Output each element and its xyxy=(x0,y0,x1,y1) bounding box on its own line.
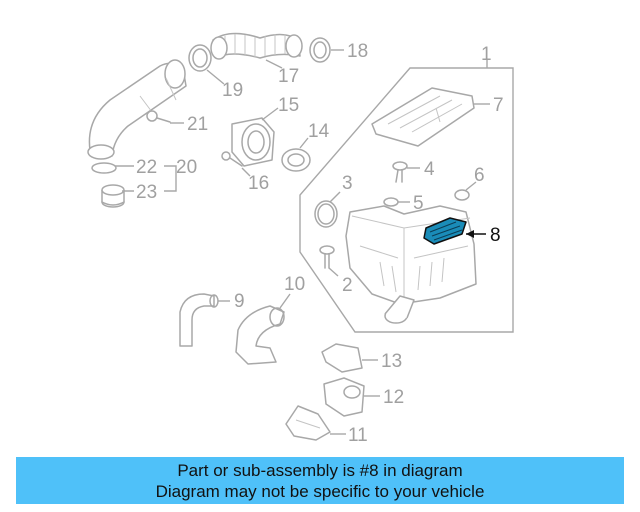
callout-15: 15 xyxy=(278,95,299,116)
part-10-duct xyxy=(235,305,285,365)
part-2-bolt xyxy=(319,245,335,269)
part-12-resonator xyxy=(323,377,365,417)
callout-7: 7 xyxy=(493,95,504,116)
callout-23: 23 xyxy=(136,182,157,203)
leader-20-22-23 xyxy=(115,165,177,192)
callout-1: 1 xyxy=(481,44,492,65)
callout-21: 21 xyxy=(187,114,208,135)
callout-9: 9 xyxy=(234,291,245,312)
part-23-sleeve xyxy=(101,184,125,208)
leader-15 xyxy=(261,107,279,121)
callout-19: 19 xyxy=(222,80,243,101)
part-3-seal-ring xyxy=(314,200,338,228)
callout-5: 5 xyxy=(413,193,424,214)
leader-6 xyxy=(465,181,477,191)
part-18-clamp xyxy=(309,37,331,63)
info-banner: Part or sub-assembly is #8 in diagram Di… xyxy=(16,457,624,504)
leader-16 xyxy=(241,167,251,177)
callout-18: 18 xyxy=(347,41,368,62)
callout-13: 13 xyxy=(381,351,402,372)
part-21-screw xyxy=(146,110,171,123)
callout-16: 16 xyxy=(248,173,269,194)
part-8-air-filter xyxy=(423,217,467,245)
leader-3 xyxy=(329,191,341,203)
banner-line-part-number: Part or sub-assembly is #8 in diagram xyxy=(177,461,463,480)
leader-8-arrowhead xyxy=(466,230,474,238)
part-19-clamp xyxy=(188,44,212,72)
callout-2: 2 xyxy=(342,275,353,296)
part-7-cover xyxy=(371,87,475,147)
callout-17: 17 xyxy=(278,66,299,87)
callout-11: 11 xyxy=(348,425,368,446)
part-22-clamp xyxy=(91,162,117,174)
part-17-hose xyxy=(210,32,303,60)
callout-20: 20 xyxy=(176,157,197,178)
callout-14: 14 xyxy=(308,121,330,142)
leader-2 xyxy=(328,267,339,277)
callout-3: 3 xyxy=(342,173,353,194)
part-11-duct xyxy=(285,405,331,441)
leader-17 xyxy=(265,59,283,69)
part-16-screw xyxy=(221,151,243,167)
leader-10 xyxy=(279,293,291,309)
part-20-intake-tube xyxy=(87,59,187,160)
part-15-maf-sensor xyxy=(231,117,275,167)
leader-19 xyxy=(206,69,225,85)
callout-8: 8 xyxy=(490,225,501,246)
part-14-connector xyxy=(281,148,311,172)
assembly-1-outline xyxy=(299,67,514,333)
parts-diagram: 1 2 3 4 5 6 7 8 9 10 11 12 13 14 15 16 1… xyxy=(87,32,514,446)
callout-4: 4 xyxy=(424,159,435,180)
part-4-bolt xyxy=(392,161,408,183)
callout-10: 10 xyxy=(284,274,305,295)
part-9-hose xyxy=(179,293,219,347)
callout-22: 22 xyxy=(136,157,157,178)
leader-14 xyxy=(299,137,309,149)
part-5-washer xyxy=(383,197,399,207)
callout-6: 6 xyxy=(474,165,485,186)
banner-line-disclaimer: Diagram may not be specific to your vehi… xyxy=(155,482,485,501)
part-13-bracket xyxy=(321,343,363,373)
callout-12: 12 xyxy=(383,387,404,408)
part-6-washer xyxy=(454,189,470,201)
